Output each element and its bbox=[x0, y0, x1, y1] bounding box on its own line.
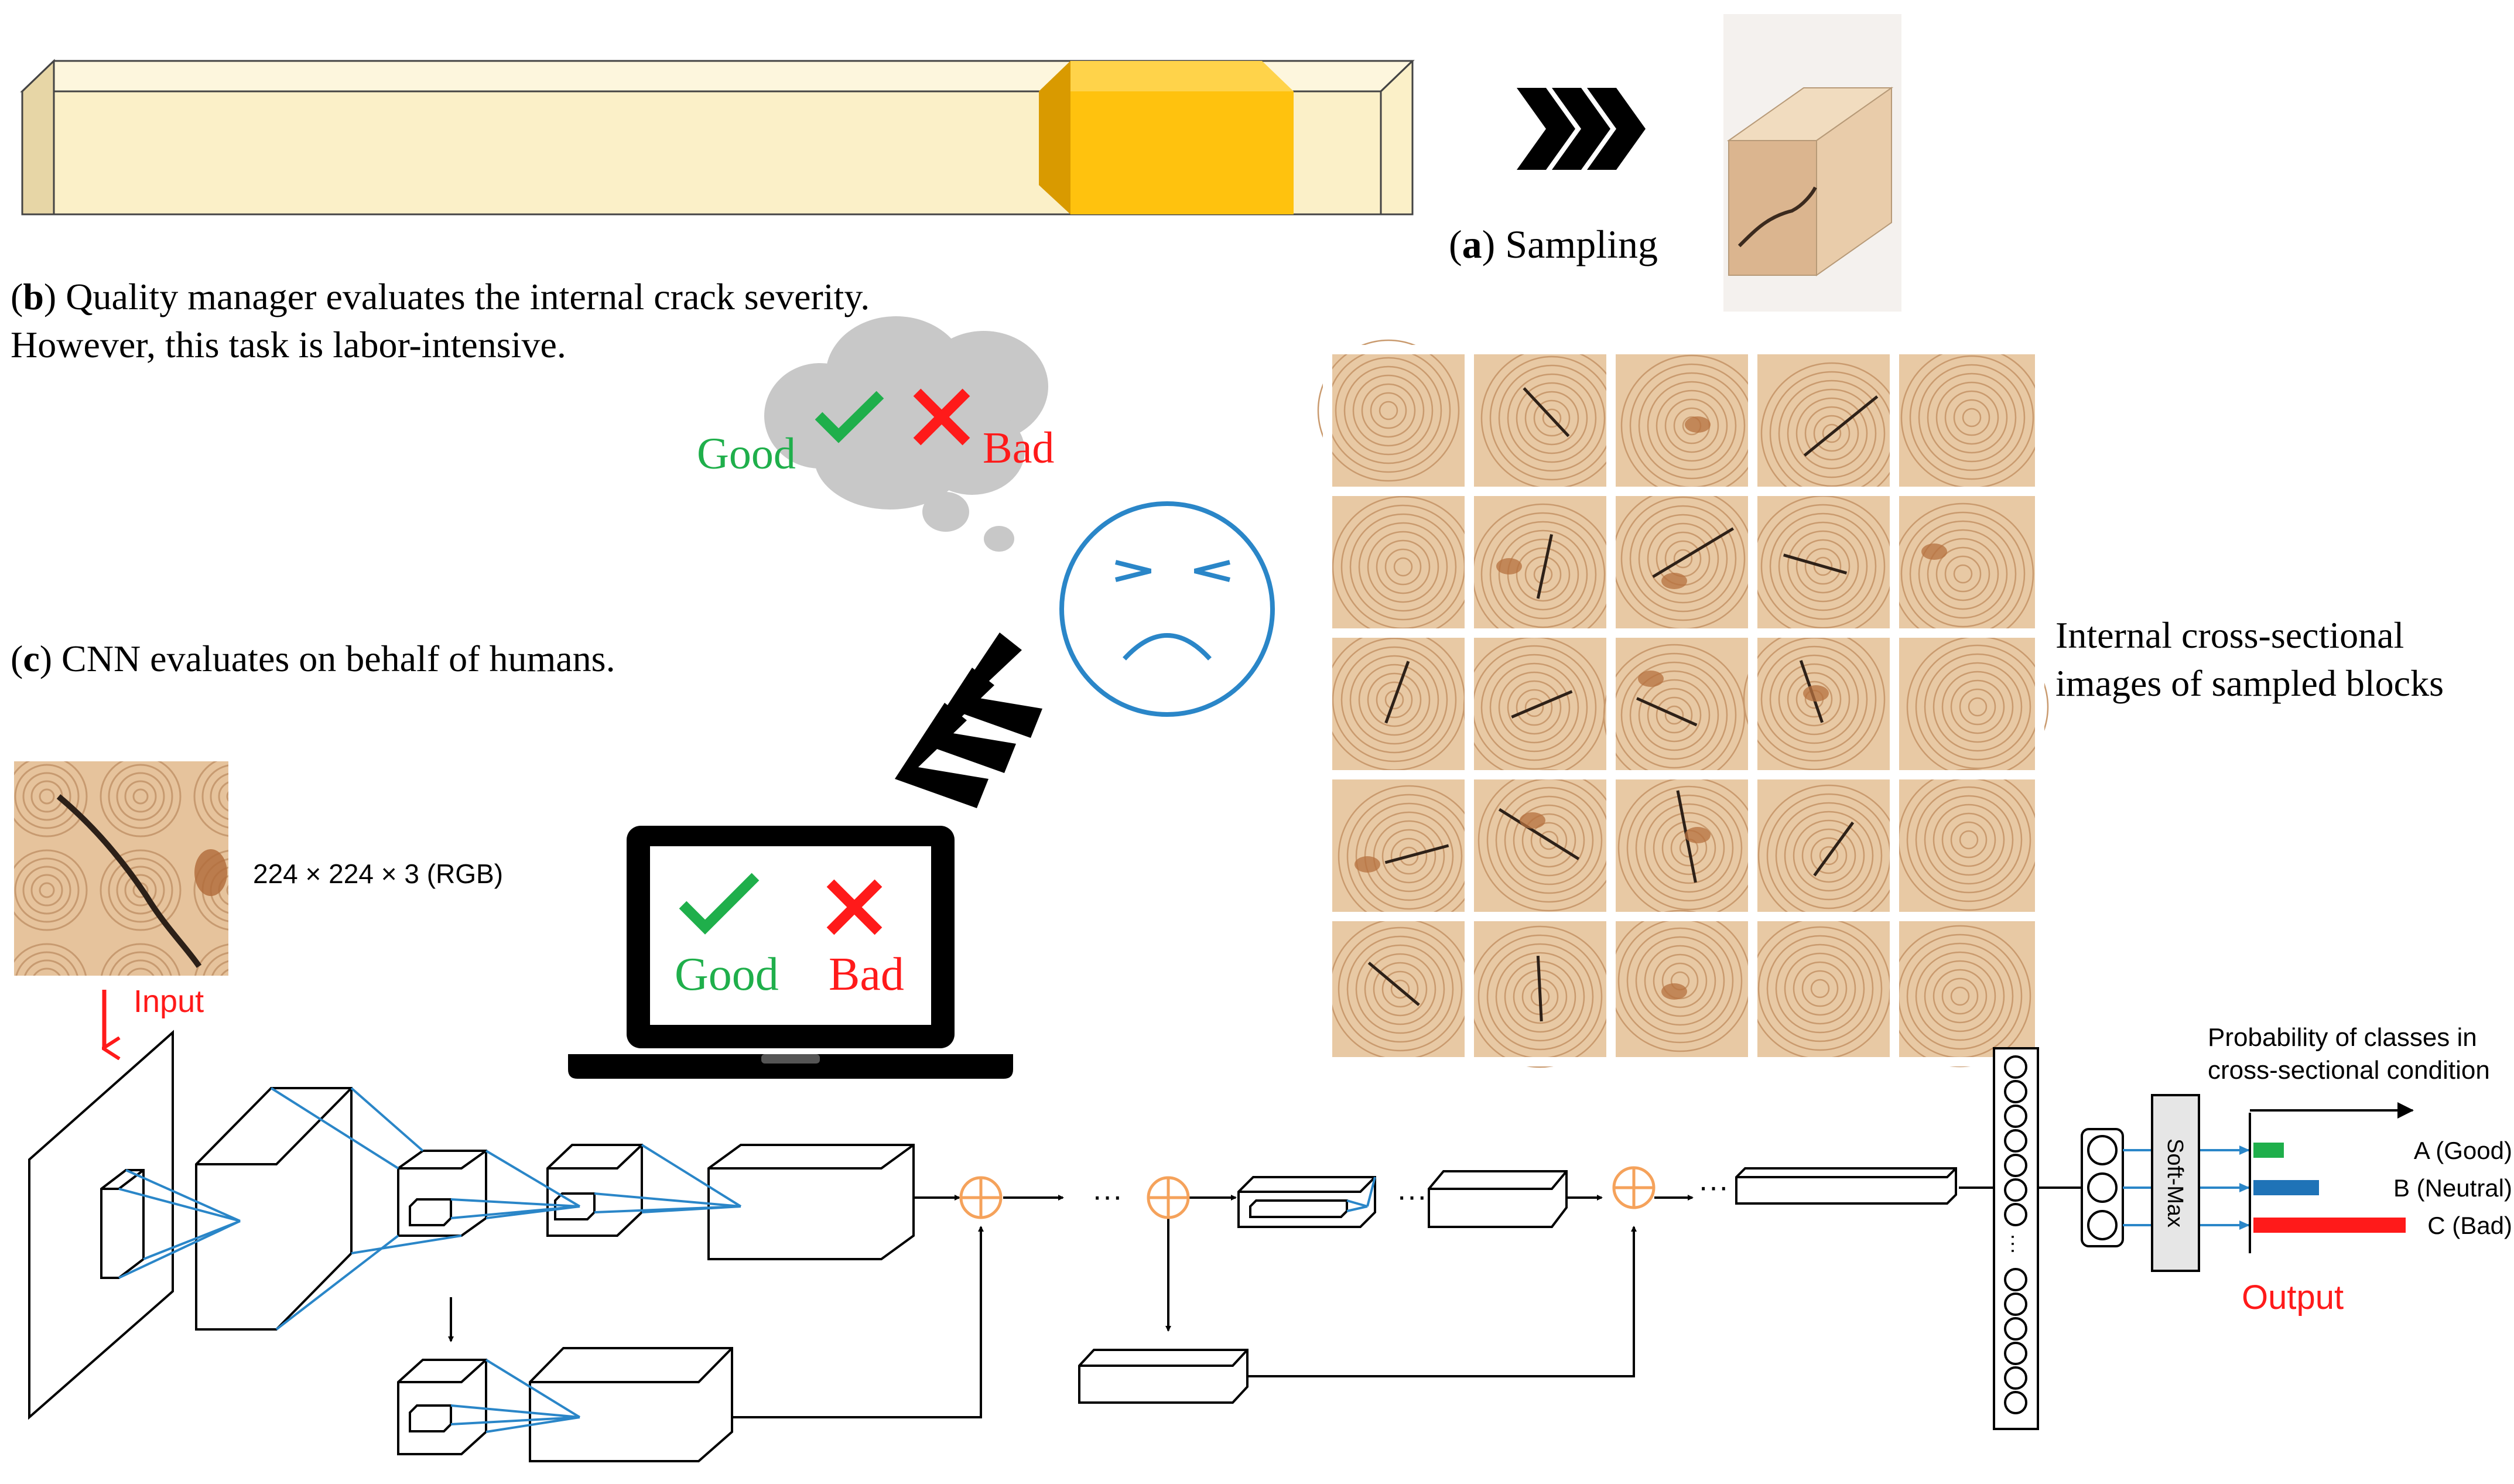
cross-section-image bbox=[1323, 770, 1480, 928]
cross-section-image bbox=[1463, 628, 1619, 783]
cross-section-image-grid bbox=[1317, 339, 2049, 1068]
thought-cloud-icon bbox=[764, 316, 1048, 552]
fc-node bbox=[2004, 1080, 2027, 1103]
ellipsis-1: ··· bbox=[1092, 1179, 1123, 1213]
cross-section-image bbox=[1606, 909, 1761, 1066]
cross-section-image bbox=[1748, 770, 1903, 927]
cross-section-image bbox=[1323, 487, 1477, 641]
cnn-architecture bbox=[28, 1030, 1957, 1462]
fc-node bbox=[2004, 1342, 2027, 1365]
prob-bar-label: A (Good) bbox=[2414, 1137, 2512, 1164]
fc-node bbox=[2004, 1055, 2027, 1079]
caption-b-line2: However, this task is labor-intensive. bbox=[11, 324, 566, 365]
softmax-layer: Soft-Max bbox=[2151, 1094, 2200, 1272]
sampled-section bbox=[1039, 61, 1294, 214]
fc-ellipsis: ··· bbox=[2002, 1233, 2026, 1254]
prob-bar bbox=[2253, 1218, 2406, 1233]
cross-section-image bbox=[1748, 487, 1903, 641]
frowning-face-icon bbox=[1059, 501, 1275, 717]
cross-section-image bbox=[1748, 912, 1903, 1066]
laptop-icon bbox=[568, 826, 1013, 1079]
input-size-label: 224 × 224 × 3 (RGB) bbox=[253, 859, 503, 889]
cross-section-image bbox=[1890, 345, 2044, 500]
thought-cross-icon bbox=[913, 388, 970, 446]
triple-chevron-down-left-icon bbox=[895, 632, 1042, 808]
cross-section-image bbox=[1465, 487, 1619, 646]
fc-node bbox=[2004, 1366, 2027, 1390]
softmax-connections bbox=[2123, 1146, 2250, 1230]
cross-section-image bbox=[1465, 912, 1619, 1068]
prob-title-line1: Probability of classes in bbox=[2208, 1023, 2477, 1052]
fc-node bbox=[2004, 1317, 2027, 1341]
ellipsis-2: ··· bbox=[1397, 1179, 1427, 1213]
cross-section-image bbox=[1465, 345, 1623, 500]
fc-node bbox=[2004, 1292, 2027, 1316]
caption-a: (a) Sampling bbox=[1449, 222, 1658, 266]
cross-section-image bbox=[1465, 769, 1620, 925]
thought-good-label: Good bbox=[697, 429, 796, 478]
cross-section-image bbox=[1606, 345, 1763, 500]
caption-b-line1: (b) Quality manager evaluates the intern… bbox=[11, 276, 870, 317]
sampled-block-photo bbox=[1723, 14, 1901, 312]
cross-section-image bbox=[1890, 628, 2049, 783]
prob-bar-label: C (Bad) bbox=[2427, 1212, 2512, 1239]
prob-title-line2: cross-sectional condition bbox=[2208, 1056, 2490, 1085]
fc-node bbox=[2004, 1268, 2027, 1291]
fc-node bbox=[2004, 1203, 2027, 1226]
prob-bar bbox=[2253, 1143, 2284, 1158]
cross-section-caption-line2: images of sampled blocks bbox=[2055, 662, 2444, 704]
cross-section-image bbox=[1890, 768, 2044, 925]
fc-node bbox=[2004, 1178, 2027, 1202]
prob-bar-label: B (Neutral) bbox=[2393, 1174, 2512, 1202]
fc-node bbox=[2004, 1154, 2027, 1177]
cross-section-image bbox=[1606, 487, 1761, 641]
triple-chevron-right-icon bbox=[1517, 88, 1646, 170]
fully-connected-layer: ··· bbox=[1993, 1047, 2039, 1430]
prob-bar bbox=[2253, 1180, 2319, 1195]
fc-node bbox=[2004, 1391, 2027, 1414]
ellipsis-dots: ··· ··· ··· bbox=[1092, 1170, 1729, 1213]
cross-section-image bbox=[1323, 628, 1477, 783]
fc-node bbox=[2004, 1129, 2027, 1153]
cross-section-image bbox=[1323, 912, 1477, 1066]
caption-c: (c) CNN evaluates on behalf of humans. bbox=[11, 638, 615, 679]
cross-section-image bbox=[1317, 339, 1477, 500]
laptop-cross-icon bbox=[826, 879, 883, 935]
input-label: Input bbox=[134, 984, 204, 1019]
laptop-good-label: Good bbox=[675, 949, 779, 1000]
thought-bad-label: Bad bbox=[983, 423, 1054, 473]
laptop-bad-label: Bad bbox=[829, 949, 904, 1000]
ellipsis-3: ··· bbox=[1698, 1170, 1729, 1204]
element-wise-add-icon bbox=[959, 1166, 1656, 1219]
fc-node bbox=[2004, 1105, 2027, 1128]
output-label: Output bbox=[2242, 1278, 2344, 1317]
cross-section-caption-line1: Internal cross-sectional bbox=[2055, 614, 2404, 656]
thought-check-icon bbox=[815, 391, 884, 443]
cross-section-image bbox=[1748, 345, 1903, 505]
cross-section-image bbox=[1890, 487, 2044, 645]
kernel-projection-lines bbox=[118, 1087, 1376, 1433]
laptop-check-icon bbox=[679, 873, 760, 935]
cross-section-image bbox=[1743, 628, 1903, 783]
cross-section-image bbox=[1889, 912, 2044, 1068]
softmax-label: Soft-Max bbox=[2163, 1138, 2187, 1227]
cross-section-image bbox=[1603, 628, 1761, 787]
input-image bbox=[14, 761, 228, 976]
cross-section-image bbox=[1606, 770, 1761, 925]
probability-chart: Probability of classes in cross-sectiona… bbox=[2208, 1023, 2512, 1317]
output-layer bbox=[2081, 1128, 2124, 1247]
